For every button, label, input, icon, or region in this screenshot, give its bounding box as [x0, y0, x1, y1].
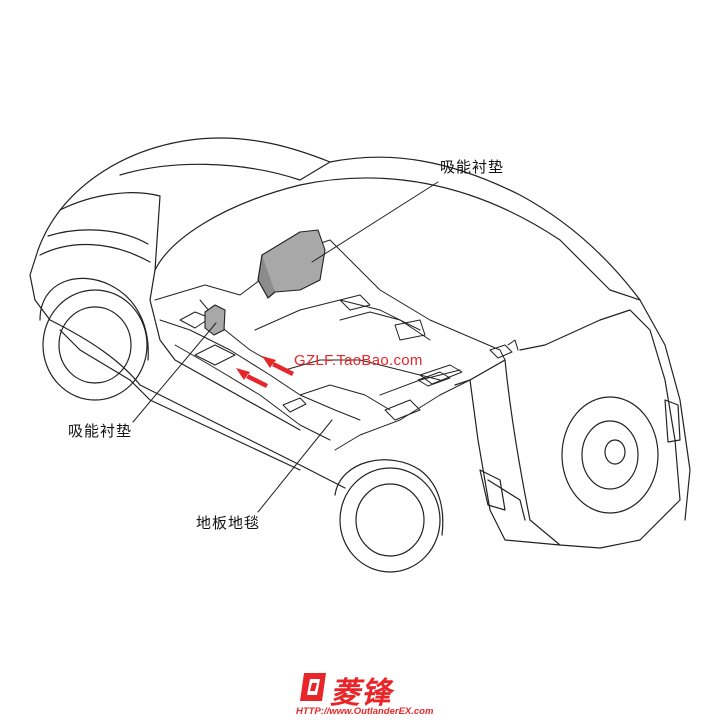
rear-wheel — [334, 459, 444, 573]
callout-absorbent-pad-front: 吸能衬垫 — [68, 422, 133, 440]
callout-absorbent-pad-rear: 吸能衬垫 — [440, 158, 505, 176]
absorbent-pad-front — [204, 304, 226, 336]
brand-logo[interactable]: 菱锋 HTTP://www.OutlanderEX.com — [296, 668, 436, 722]
spare-tire — [561, 396, 659, 514]
front-wheel — [39, 277, 149, 401]
floor-pan — [154, 239, 519, 451]
brand-url: HTTP://www.OutlanderEX.com — [296, 706, 434, 717]
brand-mark-icon — [300, 673, 326, 701]
brand-name: 菱锋 — [330, 676, 392, 711]
red-arrows — [236, 356, 294, 388]
vehicle-body-outline — [29, 137, 691, 549]
watermark-text: GZLF.TaoBao.com — [294, 352, 423, 369]
leader-lines — [132, 181, 439, 513]
callout-floor-carpet: 地板地毯 — [196, 514, 261, 532]
absorbent-pad-rear — [257, 229, 326, 299]
